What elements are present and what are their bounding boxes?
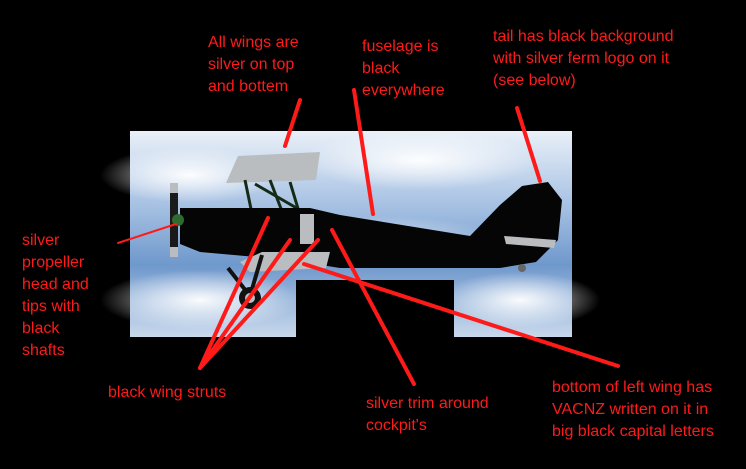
annotation-trim: silver trim around cockpit's xyxy=(366,395,489,434)
annotation-tail: tail has black background with silver fe… xyxy=(493,28,674,89)
fuselage xyxy=(180,182,562,268)
cockpit-trim xyxy=(300,214,314,244)
tail-trim xyxy=(504,236,556,248)
propeller xyxy=(170,183,184,257)
annotation-propeller: silver propeller head and tips with blac… xyxy=(22,232,89,359)
annotation-fuselage: fuselage is black everywhere xyxy=(362,38,445,99)
annotation-wings: All wings are silver on top and bottem xyxy=(208,34,299,95)
annotation-bottom-wing: bottom of left wing has VACNZ written on… xyxy=(552,379,714,440)
annotation-arrow xyxy=(117,88,620,386)
annotation-struts: black wing struts xyxy=(108,384,227,401)
upper-wing xyxy=(226,152,320,183)
